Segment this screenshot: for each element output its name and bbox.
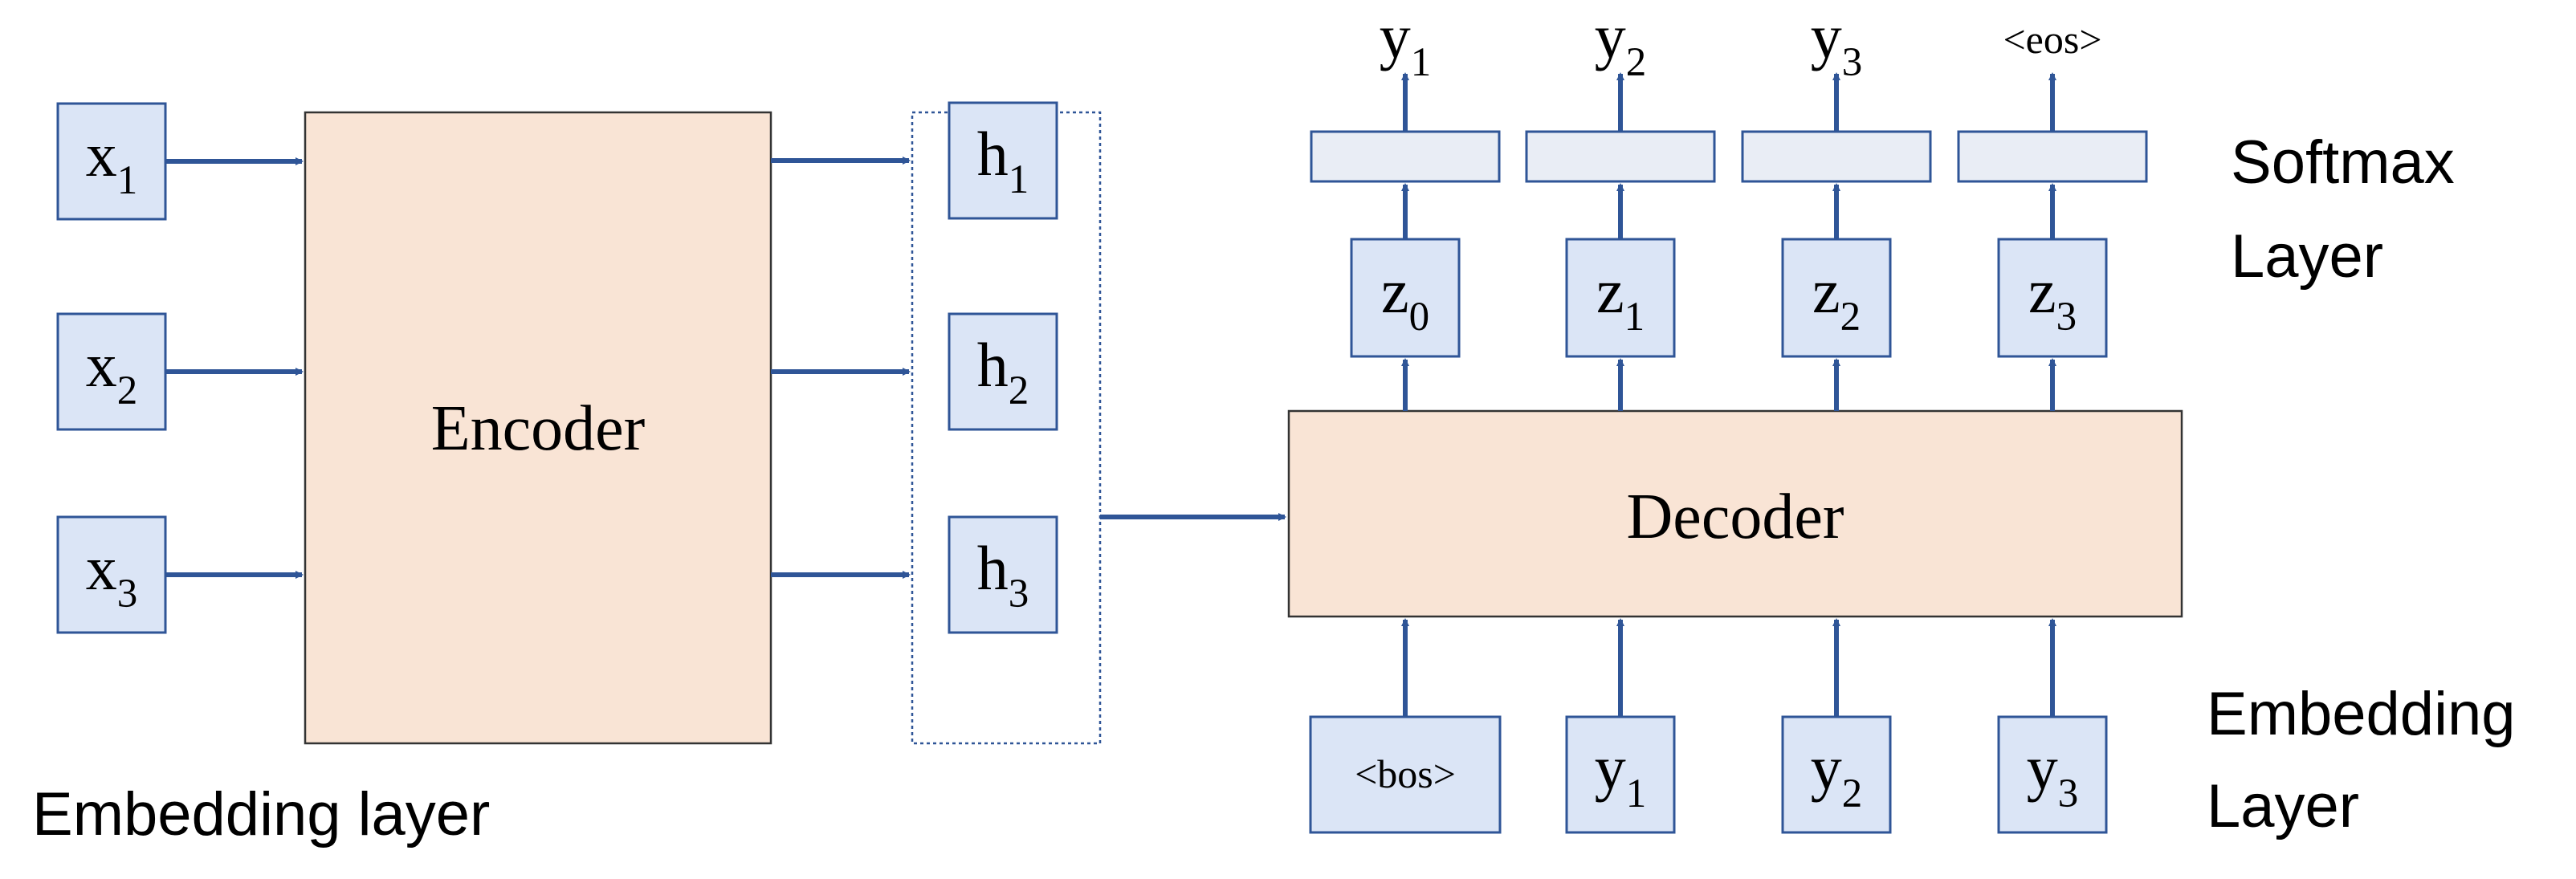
decoder-input-4-label: y3 xyxy=(2027,733,2079,816)
hidden-state-3-box xyxy=(948,515,1058,634)
hidden-state-2-box xyxy=(948,312,1058,431)
encoder-input-2-label: x2 xyxy=(86,330,138,413)
hidden-state-1-label: h1 xyxy=(977,119,1029,202)
decoder-input-3-box xyxy=(1781,715,1892,834)
decoder-input-2-box xyxy=(1565,715,1676,834)
decoder-embedding-caption-line1: Embedding xyxy=(2207,680,2516,748)
decoder-state-2-label: z1 xyxy=(1596,256,1645,340)
arrows-group xyxy=(165,72,2056,717)
nodes-group: x1 x2 x3 h1 h2 h3 <bos> y1 y2 y3 z0 z1 z2 z3 y1 y2 y3 <eo… xyxy=(56,2,2148,834)
softmax-bar-1 xyxy=(1310,130,1501,183)
decoder-state-1-box xyxy=(1350,238,1461,358)
decoder-state-3-box xyxy=(1781,238,1892,358)
decoder-state-1-label: z0 xyxy=(1381,256,1429,340)
encoder-block xyxy=(304,111,772,745)
decoder-input-1-label: <bos> xyxy=(1355,751,1456,796)
decoder-input-4-box xyxy=(1997,715,2108,834)
decoder-state-4-box xyxy=(1997,238,2108,358)
softmax-bar-2 xyxy=(1525,130,1716,183)
softmax-caption-line1: Softmax xyxy=(2231,128,2455,197)
decoder-block xyxy=(1287,409,2183,618)
softmax-caption-line2: Layer xyxy=(2231,222,2383,291)
encoder-input-3-label: x3 xyxy=(86,533,138,617)
decoder-input-1-box xyxy=(1309,715,1502,834)
encoder-label: Encoder xyxy=(431,393,646,464)
decoder-output-4: <eos> xyxy=(2003,17,2101,62)
decoder-input-2-label: y1 xyxy=(1595,733,1647,816)
hidden-states-group xyxy=(911,111,1102,745)
softmax-bar-4 xyxy=(1957,130,2148,183)
decoder-state-2-box xyxy=(1565,238,1676,358)
encoder-input-3-box xyxy=(56,515,167,634)
encoder-input-2-box xyxy=(56,312,167,431)
encoder-input-1-box xyxy=(56,102,167,221)
encoder-embedding-caption: Embedding layer xyxy=(32,780,490,848)
hidden-state-3-label: h3 xyxy=(977,533,1029,617)
hidden-state-2-label: h2 xyxy=(977,330,1029,413)
decoder-embedding-caption-line2: Layer xyxy=(2207,772,2359,840)
decoder-output-2: y2 xyxy=(1595,2,1647,85)
encoder-input-1-label: x1 xyxy=(86,120,138,203)
softmax-bar-3 xyxy=(1741,130,1932,183)
decoder-input-3-label: y2 xyxy=(1811,733,1863,816)
decoder-output-3: y3 xyxy=(1811,2,1863,85)
hidden-state-1-box xyxy=(948,101,1058,220)
decoder-state-4-label: z3 xyxy=(2028,256,2077,340)
decoder-state-3-label: z2 xyxy=(1812,256,1861,340)
decoder-output-1: y1 xyxy=(1380,2,1432,85)
decoder-label: Decoder xyxy=(1627,482,1844,552)
